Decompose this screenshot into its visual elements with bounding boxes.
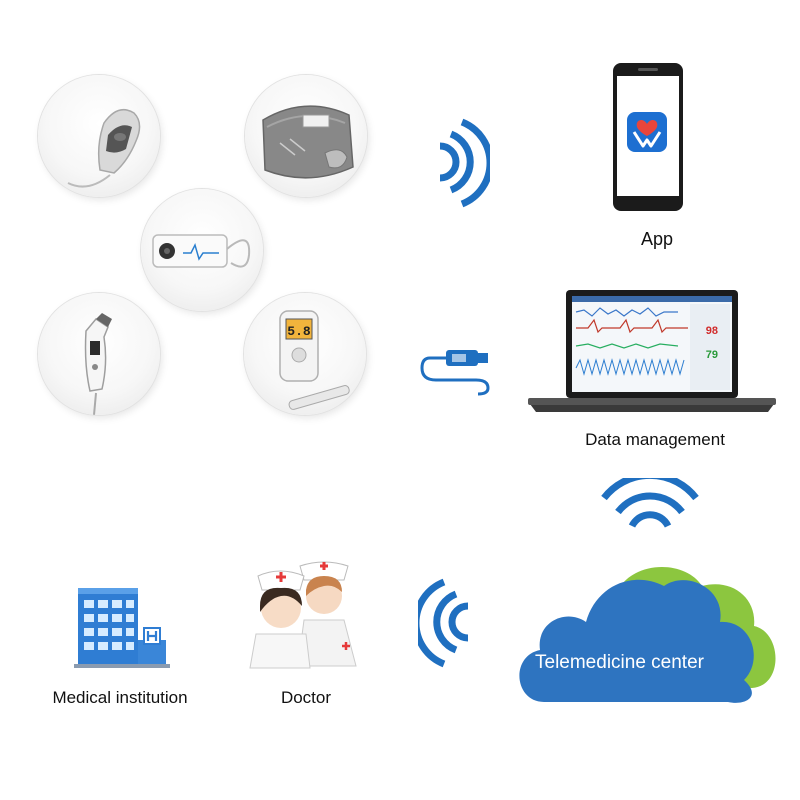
ecg-monitor-circle	[141, 189, 263, 311]
smartphone-icon	[613, 63, 683, 211]
wireless-signal-left-icon	[418, 578, 469, 668]
usb-cable-icon	[420, 350, 490, 396]
medical-institution-label: Medical institution	[52, 688, 188, 707]
wireless-signal-icon	[439, 118, 490, 208]
data-management-label: Data management	[585, 430, 725, 449]
ear-thermometer-circle	[38, 293, 160, 415]
doctor-label: Doctor	[280, 688, 332, 707]
blood-pressure-cuff-circle	[245, 75, 367, 197]
cloud-icon	[519, 566, 776, 703]
monitor-value-2: 79	[706, 349, 718, 361]
ecg-monitor-icon	[152, 234, 251, 268]
glucose-display-text: 5.8	[287, 324, 311, 339]
doctor-nurse-icon	[249, 561, 357, 669]
glucose-meter-circle: 5.8	[244, 293, 366, 415]
app-label: App	[640, 229, 674, 249]
pulse-oximeter-icon	[67, 108, 141, 188]
monitor-value-1: 98	[706, 325, 718, 337]
telemedicine-center-label: Telemedicine center	[535, 652, 704, 673]
ear-thermometer-icon	[84, 313, 112, 415]
hospital-building-icon	[74, 588, 170, 668]
pulse-oximeter-circle	[38, 75, 160, 197]
blood-pressure-cuff-icon	[262, 105, 354, 179]
glucose-meter-icon: 5.8	[279, 310, 350, 410]
laptop-icon: 98 79	[528, 290, 776, 412]
wireless-signal-up-icon	[601, 478, 699, 528]
